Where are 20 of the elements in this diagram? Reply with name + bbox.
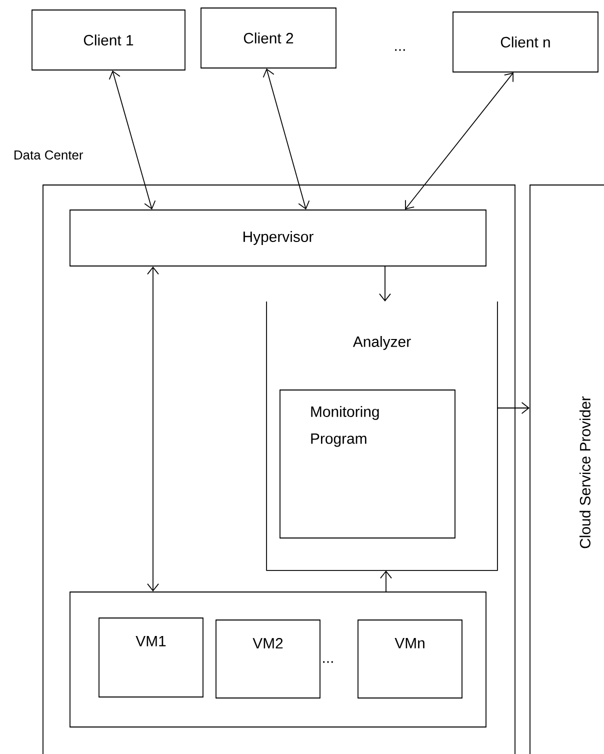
arrow — [108, 70, 156, 210]
vm-group-box — [70, 592, 486, 728]
arrow — [405, 72, 514, 210]
monitoring-box: Monitoring Program — [280, 390, 456, 538]
hypervisor-box: Hypervisor — [70, 210, 486, 266]
vm-box: VM1 — [98, 618, 204, 698]
client-box: Client 1 — [32, 10, 186, 70]
vm-box: VMn — [358, 620, 462, 698]
ellipsis: ... — [395, 49, 405, 51]
provider-box: Cloud Service Provider — [530, 184, 604, 754]
node-label: Data Center — [14, 150, 84, 160]
client-box: Client n — [452, 12, 598, 72]
arrow — [379, 266, 391, 302]
arrow — [147, 266, 159, 592]
arrow — [497, 402, 530, 414]
vm-box: VM2 — [216, 620, 320, 698]
client-box: Client 2 — [200, 8, 336, 68]
ellipsis: ... — [323, 661, 333, 663]
arrow — [262, 68, 310, 210]
arrow — [380, 570, 392, 592]
